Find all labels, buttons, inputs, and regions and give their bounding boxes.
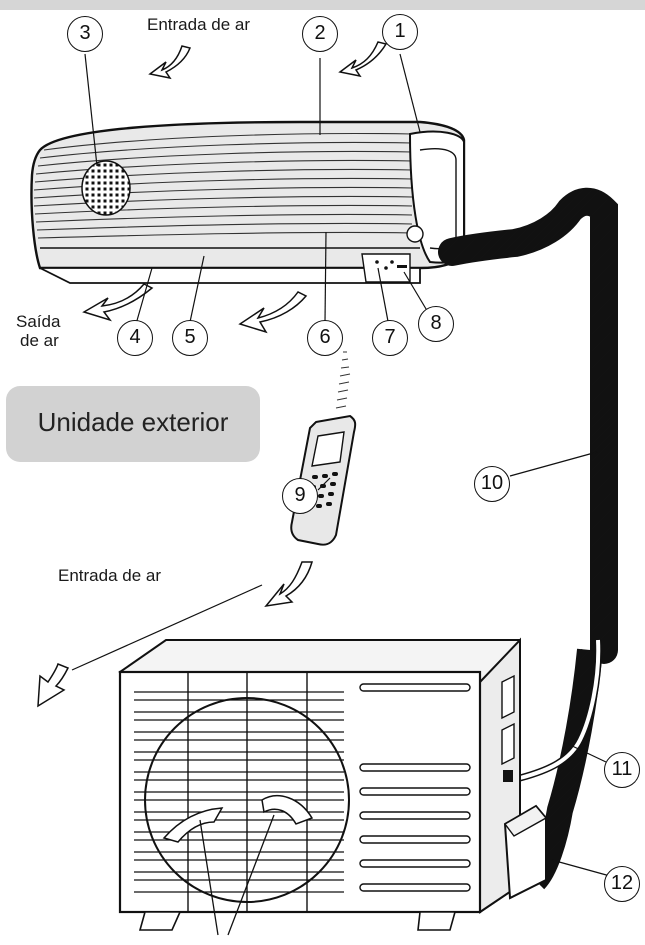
- airflow-arrows: [37, 41, 388, 708]
- callout-11: 11: [604, 752, 640, 788]
- air-intake-bottom-label: Entrada de ar: [58, 566, 162, 585]
- airflow-in-arrow-icon: [264, 561, 313, 608]
- outdoor-unit-label: Unidade exterior: [37, 407, 229, 437]
- callout-1: 1: [382, 14, 418, 50]
- airflow-out-arrow-icon: [238, 291, 308, 334]
- callout-9: 9: [282, 478, 318, 514]
- filter-grid-icon: [81, 160, 131, 216]
- airflow-in-arrow-icon: [37, 663, 70, 708]
- air-intake-top-label: Entrada de ar: [147, 15, 251, 34]
- callout-5: 5: [172, 320, 208, 356]
- callout-3: 3: [67, 16, 103, 52]
- outdoor-unit-body: [118, 637, 548, 936]
- header-band: [0, 0, 645, 10]
- remote-control: [290, 351, 357, 546]
- indoor-unit: [30, 120, 466, 284]
- airflow-in-arrow-icon: [338, 41, 388, 78]
- callout-7: 7: [372, 320, 408, 356]
- callout-12: 12: [604, 866, 640, 902]
- air-outlet-label-line2: de ar: [20, 331, 59, 350]
- air-outlet-label-line1: Saída: [16, 312, 61, 331]
- callout-4: 4: [117, 320, 153, 356]
- callout-10: 10: [474, 466, 510, 502]
- callout-6: 6: [307, 320, 343, 356]
- outdoor-unit-badge: Unidade exterior: [6, 386, 260, 462]
- callout-2: 2: [302, 16, 338, 52]
- airflow-out-arrow-icon: [82, 283, 154, 322]
- callout-8: 8: [418, 306, 454, 342]
- airflow-in-arrow-icon: [148, 45, 192, 80]
